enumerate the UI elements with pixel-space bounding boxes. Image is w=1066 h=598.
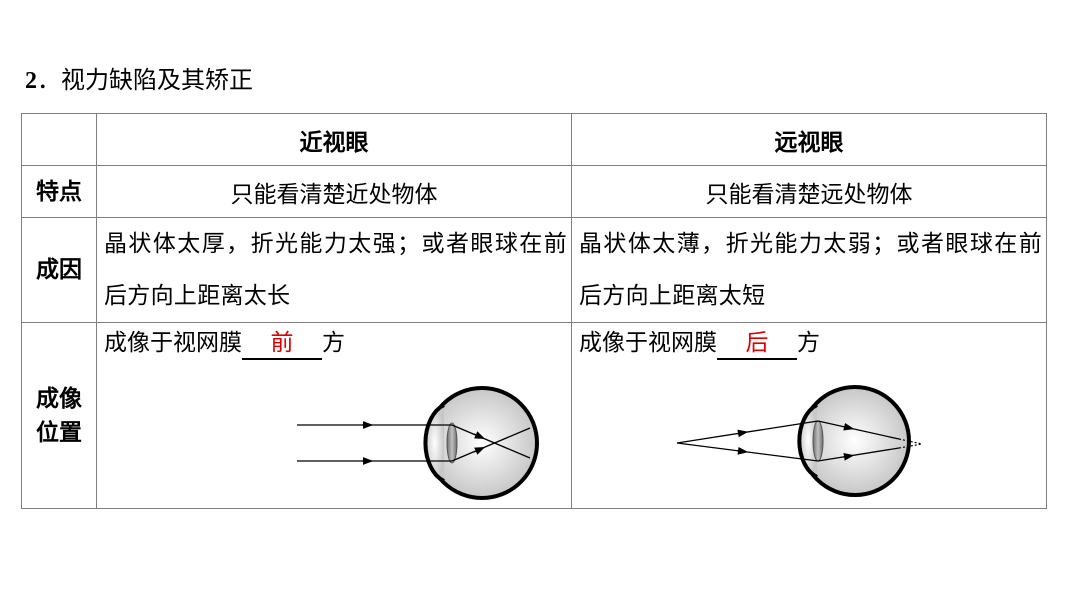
lens: [446, 422, 458, 464]
table-row-features: 特点 只能看清楚近处物体 只能看清楚远处物体: [21, 165, 1047, 218]
hyperopia-fill-prefix: 成像于视网膜: [579, 330, 717, 356]
table-row-image-position: 成像 位置 成像于视网膜 前 方: [21, 322, 1047, 509]
header-myopia: 近视眼: [96, 113, 572, 166]
myopia-answer-blank: 前: [242, 328, 322, 360]
incoming-ray-bottom-arrow: [736, 446, 749, 455]
hyperopia-answer-blank: 后: [717, 328, 797, 360]
row-label-image-position: 成像 位置: [21, 322, 97, 509]
refracted-ray-top-arrow: [473, 431, 486, 440]
myopia-fill-sentence: 成像于视网膜 前 方: [104, 325, 345, 361]
vision-defect-table: 近视眼 远视眼 特点 只能看清楚近处物体 只能看清楚远处物体 成因 晶状体太厚，…: [21, 113, 1047, 509]
cell-hyperopia-features: 只能看清楚远处物体: [571, 165, 1047, 218]
cell-hyperopia-cause: 晶状体太薄，折光能力太弱；或者眼球在前后方向上距离太短: [571, 217, 1047, 323]
table-header-row: 近视眼 远视眼: [21, 113, 1047, 166]
myopia-fill-suffix: 方: [322, 330, 345, 356]
header-hyperopia: 远视眼: [571, 113, 1047, 166]
cornea: [423, 403, 445, 483]
hyperopia-eye-diagram: [677, 385, 923, 497]
row-label-line2: 位置: [36, 418, 82, 446]
myopia-fill-prefix: 成像于视网膜: [104, 330, 242, 356]
cell-myopia-image: 成像于视网膜 前 方: [96, 322, 572, 509]
myopia-cause-text: 晶状体太厚，折光能力太强；或者眼球在前后方向上距离太长: [104, 231, 567, 309]
corner-cell: [21, 113, 97, 166]
section-number: 2: [25, 68, 37, 94]
section-title: 视力缺陷及其矫正: [61, 66, 253, 94]
refracted-ray-top: [817, 420, 900, 440]
refracted-ray-top: [451, 424, 531, 459]
row-label-cause: 成因: [21, 217, 97, 323]
hyperopia-fill-suffix: 方: [797, 330, 820, 356]
refracted-ray-bottom-arrow: [473, 446, 486, 455]
myopia-eye-diagram: [297, 386, 539, 500]
section-heading: 2．视力缺陷及其矫正: [25, 60, 253, 101]
row-label-features: 特点: [21, 165, 97, 218]
table-row-cause: 成因 晶状体太厚，折光能力太强；或者眼球在前后方向上距离太长 晶状体太薄，折光能…: [21, 217, 1047, 323]
row-label-line1: 成像: [36, 384, 82, 412]
incoming-ray-top-arrow: [736, 429, 749, 438]
hyperopia-fill-sentence: 成像于视网膜 后 方: [579, 325, 820, 361]
hyperopia-answer: 后: [745, 330, 769, 356]
lens: [812, 420, 824, 462]
cell-hyperopia-image: 成像于视网膜 后 方: [571, 322, 1047, 509]
incoming-ray-bottom: [677, 442, 819, 462]
cell-myopia-features: 只能看清楚近处物体: [96, 165, 572, 218]
section-number-dot: ．: [37, 66, 61, 94]
myopia-answer: 前: [270, 330, 294, 356]
refracted-ray-bottom: [451, 427, 531, 462]
refracted-ray-bottom-arrow: [842, 452, 855, 461]
hyperopia-cause-text: 晶状体太薄，折光能力太弱；或者眼球在前后方向上距离太短: [579, 231, 1042, 309]
refracted-ray-bottom: [817, 447, 900, 462]
refracted-ray-top-arrow: [842, 422, 855, 431]
cell-myopia-cause: 晶状体太厚，折光能力太强；或者眼球在前后方向上距离太长: [96, 217, 572, 323]
incoming-ray-top: [677, 420, 819, 444]
